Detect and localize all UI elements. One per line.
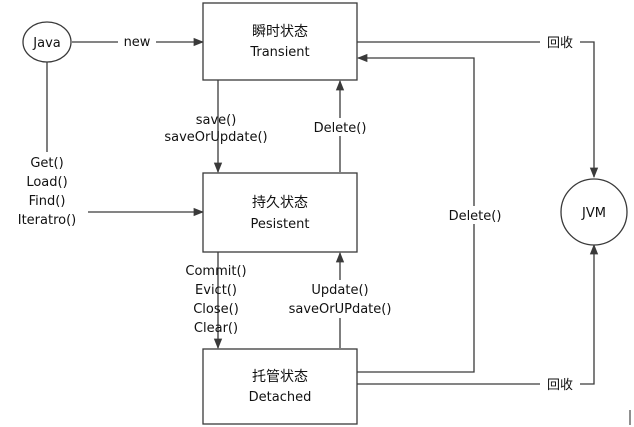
label-clear: Clear() [194, 321, 238, 336]
node-transient: 瞬时状态 Transient [202, 2, 358, 81]
transient-title: 瞬时状态 [252, 24, 308, 40]
label-save: save() [196, 113, 237, 128]
label-delete-detached: Delete() [449, 209, 502, 224]
detached-subtitle: Detached [249, 390, 312, 405]
label-save-or-update-detached: saveOrUPdate() [289, 302, 392, 317]
label-recycle-detached: 回收 [547, 378, 573, 393]
persistent-subtitle: Pesistent [251, 217, 310, 232]
label-find: Find() [29, 194, 66, 209]
label-recycle-transient: 回收 [547, 36, 573, 51]
node-persistent: 持久状态 Pesistent [202, 172, 358, 253]
persistent-title: 持久状态 [252, 195, 308, 211]
jvm-label: JVM [581, 206, 606, 221]
label-save-or-update: saveOrUpdate() [164, 130, 267, 145]
label-close: Close() [193, 302, 239, 317]
detached-title: 托管状态 [252, 369, 308, 385]
java-label: Java [32, 36, 60, 51]
edge-detached-to-jvm [357, 243, 599, 385]
transient-subtitle: Transient [249, 45, 309, 60]
node-jvm: JVM [560, 178, 628, 246]
label-delete-persistent: Delete() [314, 121, 367, 136]
label-iteratro: Iteratro() [18, 213, 77, 228]
label-get: Get() [30, 156, 63, 171]
label-commit: Commit() [185, 264, 246, 279]
edge-transient-to-jvm [357, 41, 599, 179]
node-detached: 托管状态 Detached [202, 348, 358, 425]
label-load: Load() [26, 175, 67, 190]
label-new: new [124, 35, 151, 50]
label-update: Update() [311, 283, 368, 298]
label-evict: Evict() [195, 283, 237, 298]
node-java: Java [22, 21, 72, 63]
